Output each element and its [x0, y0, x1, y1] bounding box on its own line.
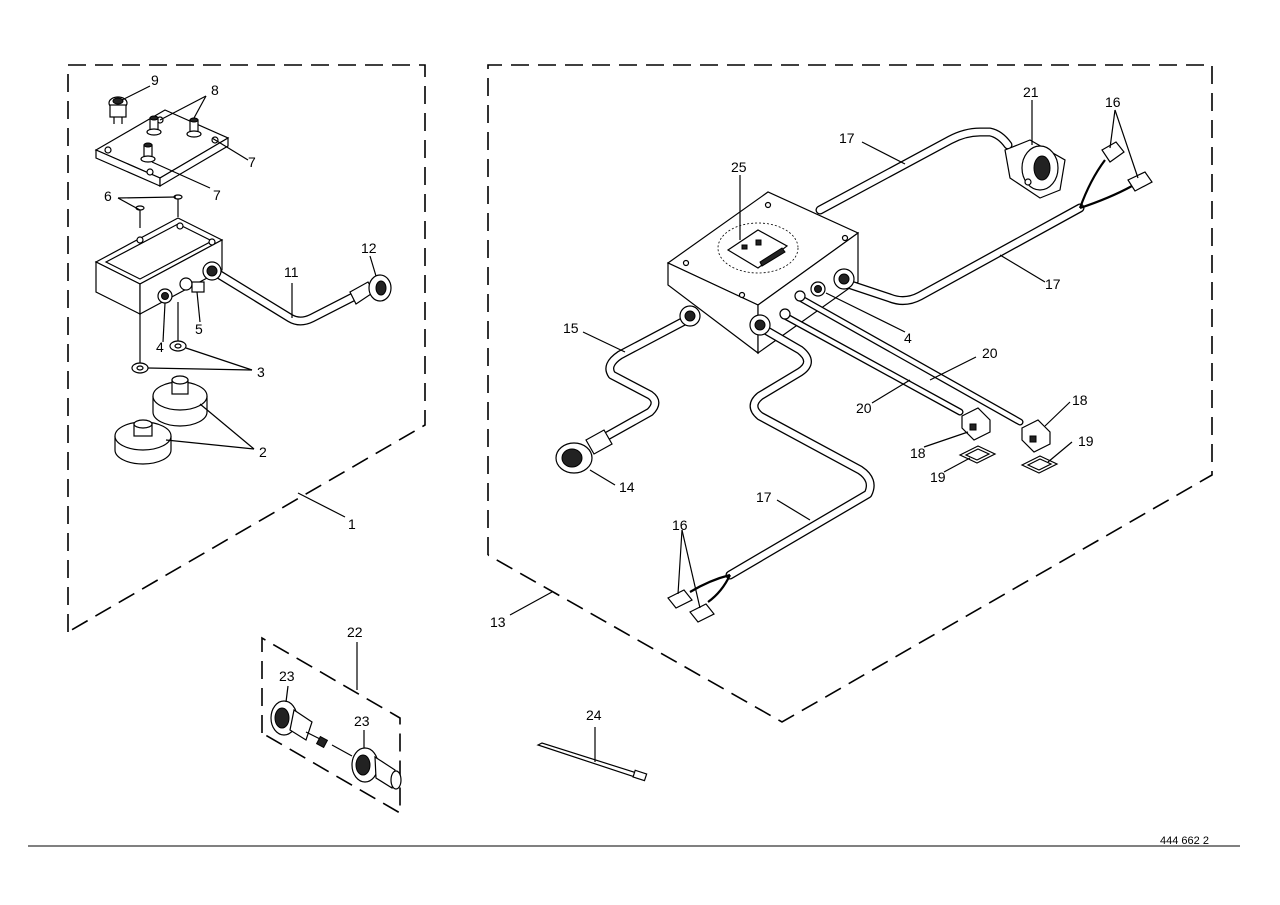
gland-box-right: [810, 268, 855, 297]
document-number: 444 662 2: [1160, 835, 1209, 847]
socket-18-a: [961, 407, 991, 441]
callouts: 1 2 3 4 5 6 7 7 8 9 11 12 13 14 15 16 16…: [104, 72, 1121, 729]
callout-12: 12: [361, 240, 377, 256]
assembly-13-boundary: [487, 64, 1213, 723]
socket-18-b: [1021, 419, 1051, 453]
assembly-22-boundary: [261, 636, 401, 815]
callout-7-lower: 7: [213, 187, 221, 203]
leaders-left: [117, 85, 377, 518]
connectors-16-bottom: [667, 573, 731, 623]
callout-22: 22: [347, 624, 363, 640]
callout-1: 1: [348, 516, 356, 532]
leaders-right: [509, 100, 1139, 616]
gland-4-left: [157, 288, 173, 304]
socket-21: [1004, 139, 1066, 199]
callout-5: 5: [195, 321, 203, 337]
cable-15: [595, 305, 701, 445]
gasket-19-b: [1020, 455, 1059, 474]
cable-tie-24: [536, 727, 648, 782]
circuit-board-25: [717, 222, 799, 274]
callout-20-lower: 20: [856, 400, 872, 416]
callout-19-left: 19: [930, 469, 946, 485]
callout-17-top: 17: [839, 130, 855, 146]
foot-2-upper: [152, 375, 208, 427]
plug-8-a: [146, 115, 162, 136]
cable-17-top: [815, 127, 1013, 215]
connector-14: [555, 429, 613, 474]
callout-11: 11: [284, 264, 299, 280]
callout-25: 25: [731, 159, 747, 175]
cable-20-b: [794, 290, 1024, 426]
leaders-22: [285, 642, 365, 748]
switch-9: [108, 96, 128, 124]
callout-18-left: 18: [910, 445, 926, 461]
foot-2-lower: [114, 419, 172, 465]
connectors-16-top: [1078, 141, 1153, 210]
cable-20-a: [779, 308, 964, 416]
callout-17-right: 17: [1045, 276, 1061, 292]
callout-21: 21: [1023, 84, 1039, 100]
callout-16-top: 16: [1105, 94, 1121, 110]
callout-6: 6: [104, 188, 112, 204]
plug-8-c: [140, 142, 156, 163]
washer-3-a: [131, 362, 149, 374]
callout-9: 9: [151, 72, 159, 88]
cable-17-right: [837, 203, 1085, 306]
washer-3-b: [169, 340, 187, 352]
plug-8-b: [186, 117, 202, 138]
plug-23-a: [270, 700, 329, 749]
callout-2: 2: [259, 444, 267, 460]
callout-4-left: 4: [156, 339, 164, 355]
callout-3: 3: [257, 364, 265, 380]
plug-23-b: [331, 744, 402, 790]
callout-23-right: 23: [354, 713, 370, 729]
screw-6-a: [135, 205, 145, 228]
callout-7-upper: 7: [248, 154, 256, 170]
callout-23-left: 23: [279, 668, 295, 684]
callout-13: 13: [490, 614, 506, 630]
cable-17-bottom: [725, 314, 875, 580]
plug-5: [179, 277, 205, 293]
screw-6-b: [173, 194, 183, 217]
callout-24: 24: [586, 707, 602, 723]
callout-17-bottom: 17: [756, 489, 772, 505]
callout-16-bottom: 16: [672, 517, 688, 533]
cover-plate: [94, 109, 230, 188]
callout-4-right: 4: [904, 330, 912, 346]
callout-20-upper: 20: [982, 345, 998, 361]
connector-12: [349, 274, 392, 305]
assembly-1-boundary: [67, 64, 426, 633]
callout-15: 15: [563, 320, 579, 336]
callout-18-right: 18: [1072, 392, 1088, 408]
callout-14: 14: [619, 479, 635, 495]
callout-8: 8: [211, 82, 219, 98]
callout-19-right: 19: [1078, 433, 1094, 449]
cable-11: [202, 261, 360, 326]
